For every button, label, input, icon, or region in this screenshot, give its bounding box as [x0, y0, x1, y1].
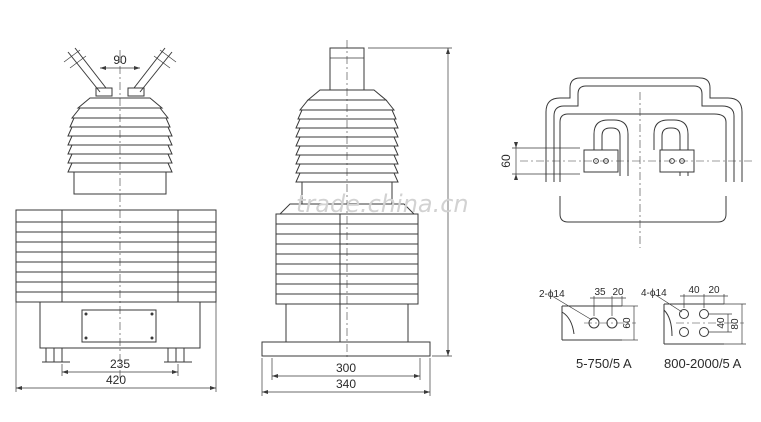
dim-front-mount-spacing: 235 — [110, 357, 130, 371]
terminal-a-rating: 5-750/5 A — [576, 356, 632, 371]
terminal-a-hole-label: 2-ϕ14 — [539, 289, 565, 300]
dim-side-overall-width: 340 — [336, 377, 356, 391]
terminal-b-height: 80 — [730, 318, 741, 330]
terminal-top-view: 60 — [499, 77, 752, 248]
terminal-a-dim-2: 20 — [612, 287, 624, 298]
dim-terminal-spacing: 60 — [499, 154, 513, 168]
dimension-300: 300 — [271, 358, 421, 380]
terminal-b-dim-1: 40 — [688, 285, 700, 296]
side-view: 300 340 — [261, 40, 452, 396]
terminal-a-dim-1: 35 — [594, 287, 606, 298]
front-top-terminals — [63, 47, 177, 93]
terminal-b-dim-2: 20 — [708, 285, 720, 296]
dimension-340: 340 — [261, 358, 431, 396]
terminal-detail-a: 2-ϕ14 35 20 60 5-750/5 A — [539, 287, 638, 371]
dim-side-mount-spacing: 300 — [336, 361, 356, 375]
watermark: trade.china.cn — [296, 190, 469, 218]
front-lower-body — [15, 209, 217, 363]
front-view: 90 — [15, 47, 217, 392]
dimension-60: 60 — [499, 142, 580, 180]
terminal-b-dim-3: 40 — [716, 317, 727, 329]
dim-top-spacing: 90 — [113, 53, 127, 67]
side-lower-body — [261, 203, 431, 357]
dimension-420: 420 — [15, 302, 217, 392]
terminal-a-height: 60 — [622, 317, 633, 329]
dim-front-overall-width: 420 — [106, 373, 126, 387]
terminal-b-rating: 800-2000/5 A — [664, 356, 742, 371]
side-base-plate — [261, 341, 431, 357]
dimension-235: 235 — [61, 357, 179, 376]
terminal-b-hole-label: 4-ϕ14 — [641, 288, 667, 299]
terminal-detail-b: 4-ϕ14 40 20 40 80 800-2000/5 A — [641, 285, 746, 371]
side-height-dimension — [368, 47, 452, 357]
front-terminal-box — [81, 309, 157, 343]
